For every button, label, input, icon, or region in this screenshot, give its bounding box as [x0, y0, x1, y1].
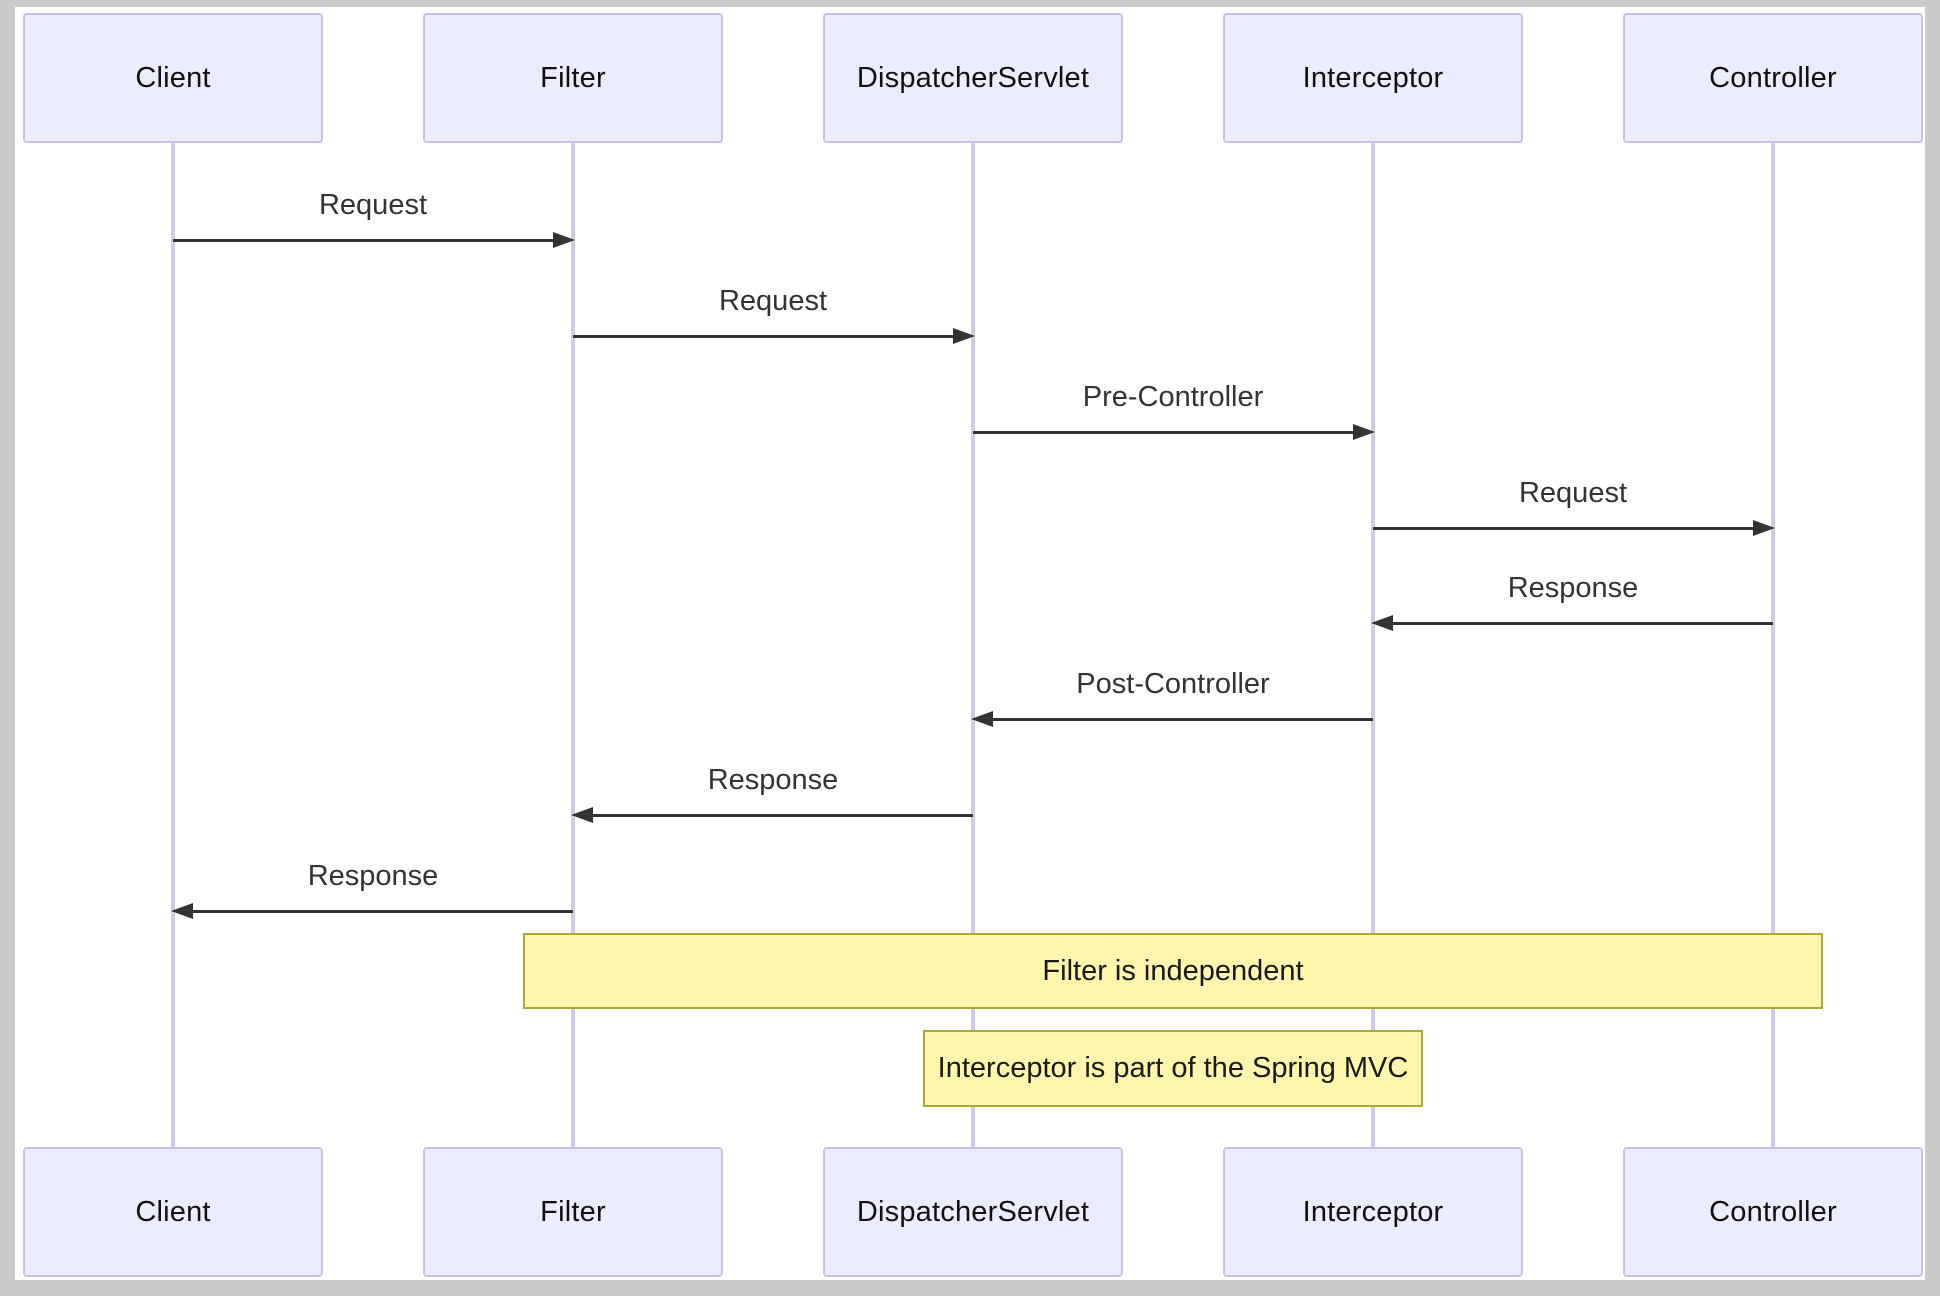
message-label-3: Pre-Controller	[1082, 381, 1264, 413]
actor-bottom-interceptor: Interceptor	[1223, 1147, 1523, 1277]
message-arrowhead-2	[953, 328, 975, 344]
message-label-2: Request	[718, 285, 827, 317]
actor-top-controller: Controller	[1623, 13, 1923, 143]
message-label-6: Post-Controller	[1076, 668, 1270, 700]
actor-top-filter: Filter	[423, 13, 723, 143]
lifeline-interceptor	[1371, 143, 1375, 1147]
message-line-5	[1391, 622, 1773, 625]
actor-bottom-controller: Controller	[1623, 1147, 1923, 1277]
message-line-1	[173, 239, 555, 242]
message-line-2	[573, 335, 955, 338]
lifeline-dispatcherservlet	[971, 143, 975, 1147]
message-arrowhead-5	[1371, 615, 1393, 631]
message-line-6	[991, 718, 1373, 721]
note-2: Interceptor is part of the Spring MVC	[923, 1030, 1423, 1107]
message-arrowhead-6	[971, 711, 993, 727]
message-label-4: Request	[1518, 477, 1627, 509]
actor-bottom-client: Client	[23, 1147, 323, 1277]
message-line-7	[591, 814, 973, 817]
message-label-5: Response	[1507, 572, 1639, 604]
message-line-4	[1373, 527, 1755, 530]
lifeline-client	[171, 143, 175, 1147]
message-line-8	[191, 910, 573, 913]
note-1: Filter is independent	[523, 933, 1823, 1009]
message-line-3	[973, 431, 1355, 434]
actor-bottom-filter: Filter	[423, 1147, 723, 1277]
message-label-8: Response	[307, 860, 439, 892]
actor-top-interceptor: Interceptor	[1223, 13, 1523, 143]
message-arrowhead-1	[553, 232, 575, 248]
message-arrowhead-3	[1353, 424, 1375, 440]
message-arrowhead-8	[171, 903, 193, 919]
actor-bottom-dispatcherservlet: DispatcherServlet	[823, 1147, 1123, 1277]
message-label-1: Request	[318, 189, 427, 221]
lifeline-controller	[1771, 143, 1775, 1147]
lifeline-filter	[571, 143, 575, 1147]
actor-top-client: Client	[23, 13, 323, 143]
message-label-7: Response	[707, 764, 839, 796]
message-arrowhead-7	[571, 807, 593, 823]
message-arrowhead-4	[1753, 520, 1775, 536]
actor-top-dispatcherservlet: DispatcherServlet	[823, 13, 1123, 143]
